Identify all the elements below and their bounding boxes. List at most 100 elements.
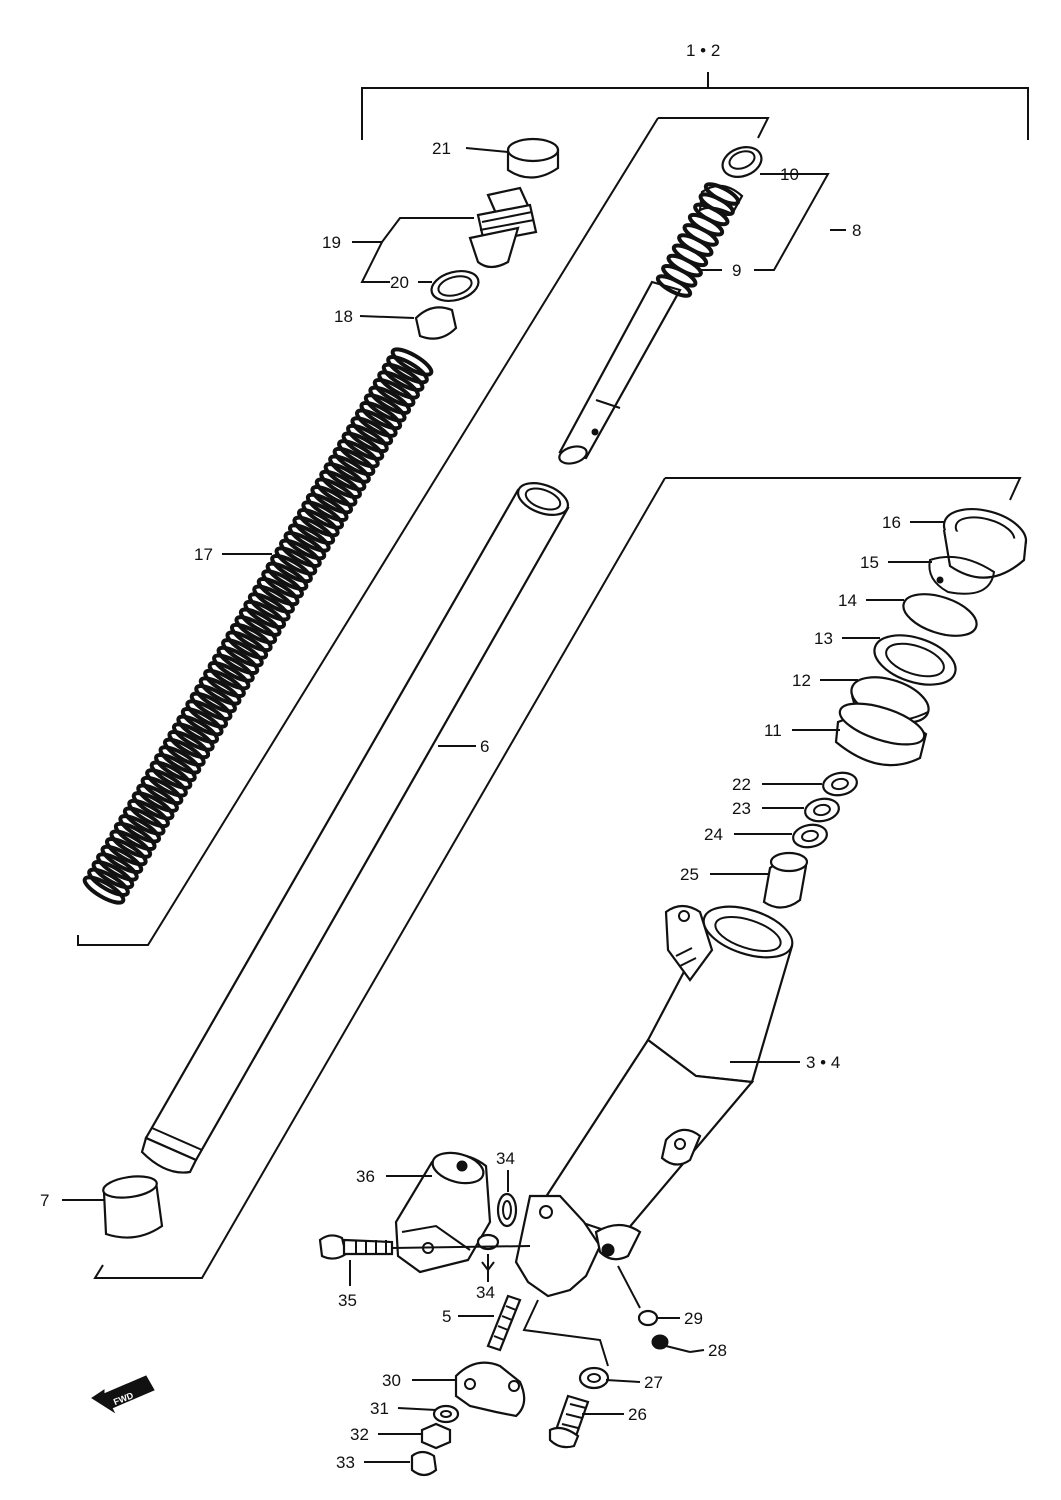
- part-3-4-outer-tube: [538, 904, 794, 1238]
- label-10: 10: [780, 165, 799, 184]
- spring-17-coil: [301, 500, 345, 530]
- label-9: 9: [732, 261, 741, 280]
- label-34-upper: 34: [496, 1149, 515, 1168]
- part-17-spring: [82, 347, 434, 905]
- label-5: 5: [442, 1307, 451, 1326]
- spring-17-coil: [363, 393, 407, 423]
- label-6: 6: [480, 737, 489, 756]
- part-34-oring-lower: [476, 1233, 500, 1251]
- spring-17-coil: [359, 400, 403, 431]
- part-7-bushing: [102, 1175, 164, 1239]
- spring-17-coil: [283, 531, 327, 561]
- part-32-nut: [420, 1422, 452, 1450]
- label-23: 23: [732, 799, 751, 818]
- spring-17-coil: [234, 615, 278, 645]
- spring-17-coil: [216, 645, 260, 676]
- part-36-caliper: [394, 1151, 492, 1274]
- spring-17-coil: [377, 370, 420, 400]
- part-11-guide-bushing: [834, 702, 928, 767]
- spring-17-coil: [390, 347, 434, 377]
- label-14: 14: [838, 591, 857, 610]
- label-30: 30: [382, 1371, 401, 1390]
- part-10-seal: [721, 146, 763, 178]
- spring-17-coil: [247, 592, 291, 622]
- label-1-2: 1 • 2: [686, 41, 720, 60]
- spring-17-coil: [261, 569, 304, 599]
- spring-17-coil: [198, 676, 242, 706]
- label-31: 31: [370, 1399, 389, 1418]
- spring-17-coil: [207, 661, 251, 691]
- label-28: 28: [708, 1341, 727, 1360]
- spring-17-coil: [189, 691, 233, 721]
- label-21: 21: [432, 139, 451, 158]
- part-21-cap: [506, 137, 560, 179]
- spring-17-coil: [100, 844, 144, 875]
- spring-17-coil: [122, 806, 166, 836]
- label-17: 17: [194, 545, 213, 564]
- forward-arrow-icon: FWD: [91, 1375, 155, 1414]
- label-19: 19: [322, 233, 341, 252]
- spring-17-coil: [270, 553, 313, 584]
- spring-17-coil: [372, 377, 416, 408]
- spring-17-coil: [127, 798, 170, 829]
- label-3-4: 3 • 4: [806, 1053, 840, 1072]
- spring-17-coil: [386, 355, 429, 385]
- spring-17-coil: [136, 783, 179, 813]
- part-9-damper-rod: [558, 184, 744, 465]
- spring-17-coil: [91, 860, 135, 890]
- part-5-stud: [486, 1294, 522, 1352]
- spring-17-coil: [341, 431, 385, 461]
- spring-17-coil: [252, 584, 295, 614]
- spring-17-coil: [82, 875, 126, 905]
- part-28-screw: [651, 1334, 691, 1353]
- spring-17-coil: [203, 668, 246, 699]
- spring-17-coil: [162, 737, 206, 767]
- spring-17-coil: [319, 469, 362, 500]
- label-20: 20: [390, 273, 409, 292]
- spring-17-coil: [149, 760, 193, 790]
- spring-17-coil: [305, 492, 349, 523]
- part-labels: 1 • 2 21 19 20 18 17 10 8 9 16 15 14 13 …: [40, 41, 901, 1472]
- spring-17-coil: [171, 722, 215, 752]
- spring-17-coil: [287, 523, 331, 553]
- part-31-washer: [432, 1404, 460, 1424]
- part-27-washer: [578, 1366, 610, 1390]
- part-20-oring: [430, 270, 480, 302]
- spring-17-coil: [337, 439, 380, 469]
- spring-17-coil: [243, 599, 287, 630]
- label-16: 16: [882, 513, 901, 532]
- label-13: 13: [814, 629, 833, 648]
- spring-17-coil: [185, 699, 229, 729]
- spring-17-coil: [323, 462, 367, 492]
- label-29: 29: [684, 1309, 703, 1328]
- spring-17-coil: [256, 576, 300, 607]
- label-26: 26: [628, 1405, 647, 1424]
- label-7: 7: [40, 1191, 49, 1210]
- spring-17-coil: [176, 714, 220, 744]
- spring-17-coil: [346, 423, 389, 454]
- part-19-bolt: [468, 186, 538, 269]
- part-6-inner-tube: [140, 482, 570, 1174]
- spring-17-coil: [229, 622, 273, 653]
- spring-17-coil: [238, 607, 282, 637]
- spring-17-coil: [158, 745, 202, 775]
- inner-tube-frame: [93, 477, 1022, 1279]
- spring-17-coil: [96, 852, 139, 882]
- label-18: 18: [334, 307, 353, 326]
- part-13-oil-seal: [873, 634, 957, 686]
- spring-17-coil: [140, 775, 184, 806]
- spring-17-coil: [118, 814, 162, 844]
- spring-17-coil: [180, 707, 224, 737]
- label-33: 33: [336, 1453, 355, 1472]
- spring-17-coil: [310, 485, 354, 515]
- label-32: 32: [350, 1425, 369, 1444]
- spring-17-coil: [350, 416, 394, 446]
- part-18-spacer: [414, 306, 458, 340]
- spring-17-coil: [154, 752, 197, 783]
- part-15-clip: [928, 555, 996, 595]
- label-12: 12: [792, 671, 811, 690]
- part-14-washer: [902, 593, 978, 637]
- part-9-rod-spring: [655, 182, 741, 298]
